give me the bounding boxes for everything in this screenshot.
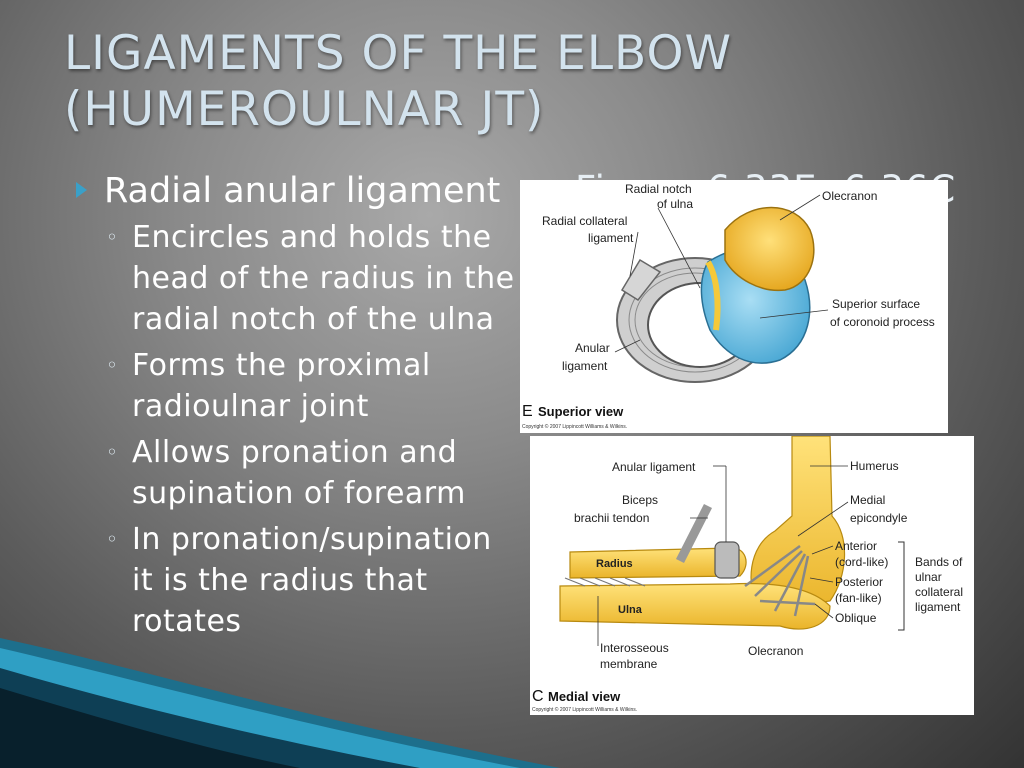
sub-bullet-text: In pronation/supination it is the radius… — [132, 522, 492, 639]
arrow-bullet-icon — [76, 182, 87, 198]
copyright-e: Copyright © 2007 Lippincott Williams & W… — [522, 423, 627, 430]
label-interosseous: Interosseous — [600, 641, 669, 655]
label-ulnar: ulnar — [915, 570, 942, 584]
label-superior-surface: Superior surface — [832, 297, 920, 311]
ulna-superior-shape — [700, 206, 815, 364]
label-fan-like: (fan-like) — [835, 591, 882, 605]
sub-bullet: ◦ Allows pronation and supination of for… — [76, 432, 516, 514]
sub-bullet-text: Allows pronation and supination of forea… — [132, 435, 466, 511]
caption-letter-e: E — [522, 403, 533, 420]
label-epicondyle: epicondyle — [850, 511, 908, 525]
ulnar-collateral-bands-shape — [744, 544, 816, 617]
label-biceps: Biceps — [622, 493, 658, 507]
label-ulna: Ulna — [618, 604, 643, 616]
sub-bullet: ◦ Encircles and holds the head of the ra… — [76, 217, 516, 340]
label-bands-of: Bands of — [915, 555, 963, 569]
label-radius: Radius — [596, 558, 633, 570]
circle-bullet-icon: ◦ — [106, 353, 119, 377]
caption-medial-view: Medial view — [548, 689, 621, 704]
sub-bullet: ◦ Forms the proximal radioulnar joint — [76, 345, 516, 427]
circle-bullet-icon: ◦ — [106, 527, 119, 551]
ulna-shape — [559, 582, 831, 630]
decorative-swoosh — [0, 638, 560, 768]
label-radial-notch: Radial notch — [625, 182, 692, 196]
label-membrane: membrane — [600, 657, 658, 671]
sub-bullet: ◦ In pronation/supination it is the radi… — [76, 519, 516, 642]
label-oblique: Oblique — [835, 611, 877, 625]
caption-superior-view: Superior view — [538, 404, 624, 419]
figure-superior-view: Radial notch of ulna Olecranon Radial co… — [520, 180, 948, 433]
label-radial-collateral: Radial collateral — [542, 214, 627, 228]
interosseous-membrane-shape — [564, 577, 646, 587]
title-line-1: LIGAMENTS OF THE ELBOW — [64, 26, 732, 81]
label-brachii-tendon: brachii tendon — [574, 511, 649, 525]
label-anular-ligament-c: Anular ligament — [612, 460, 696, 474]
label-anular: Anular — [575, 341, 610, 355]
circle-bullet-icon: ◦ — [106, 225, 119, 249]
label-medial: Medial — [850, 493, 885, 507]
label-cord-like: (cord-like) — [835, 555, 888, 569]
copyright-c: Copyright © 2007 Lippincott Williams & W… — [532, 706, 637, 713]
main-bullet: Radial anular ligament — [76, 170, 516, 213]
main-bullet-text: Radial anular ligament — [104, 171, 501, 211]
label-humerus: Humerus — [850, 459, 899, 473]
biceps-tendon-shape — [675, 503, 713, 564]
label-olecranon-c: Olecranon — [748, 644, 803, 658]
label-ligament-c: ligament — [915, 600, 961, 614]
sub-bullet-text: Encircles and holds the head of the radi… — [132, 220, 515, 337]
slide-title: LIGAMENTS OF THE ELBOW (HUMEROULNAR JT) — [64, 26, 964, 138]
label-posterior: Posterior — [835, 575, 883, 589]
anular-ligament-c-shape — [714, 541, 740, 579]
circle-bullet-icon: ◦ — [106, 440, 119, 464]
caption-letter-c: C — [532, 688, 544, 705]
label-of-ulna: of ulna — [657, 197, 693, 211]
label-collateral: collateral — [915, 585, 963, 599]
bullet-list: Radial anular ligament ◦ Encircles and h… — [76, 170, 516, 647]
label-ligament-e2: ligament — [562, 359, 608, 373]
label-ligament-e1: ligament — [588, 231, 634, 245]
label-anterior: Anterior — [835, 539, 877, 553]
figure-medial-view: Anular ligament Humerus Biceps brachii t… — [530, 436, 974, 715]
title-line-2: (HUMEROULNAR JT) — [64, 82, 545, 137]
label-olecranon-e: Olecranon — [822, 189, 877, 203]
sub-bullet-text: Forms the proximal radioulnar joint — [132, 348, 431, 424]
label-of-coronoid: of coronoid process — [830, 315, 935, 329]
